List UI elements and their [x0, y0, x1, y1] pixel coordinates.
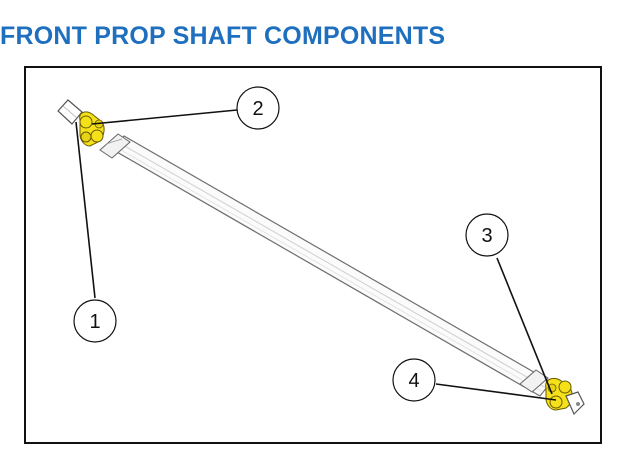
front-universal-joint: [79, 111, 105, 147]
leader-lines: [75, 109, 557, 401]
callout-3-label: 3: [481, 225, 492, 247]
callout-4: 4: [392, 358, 436, 402]
page-title: FRONT PROP SHAFT COMPONENTS: [0, 22, 446, 50]
rear-flange: [565, 391, 585, 416]
leader-line-3: [496, 257, 553, 395]
rear-universal-joint: [545, 377, 573, 411]
front-flange: [57, 99, 83, 125]
callout-1: 1: [73, 299, 117, 343]
leader-line-4: [435, 383, 557, 401]
callout-2-label: 2: [252, 98, 263, 120]
leader-line-2: [91, 109, 238, 125]
callout-3: 3: [465, 213, 509, 257]
callout-2: 2: [236, 86, 280, 130]
leader-line-1: [75, 121, 96, 299]
callout-4-label: 4: [408, 370, 419, 392]
prop-shaft-tube: [99, 133, 552, 397]
callout-1-label: 1: [89, 311, 100, 333]
